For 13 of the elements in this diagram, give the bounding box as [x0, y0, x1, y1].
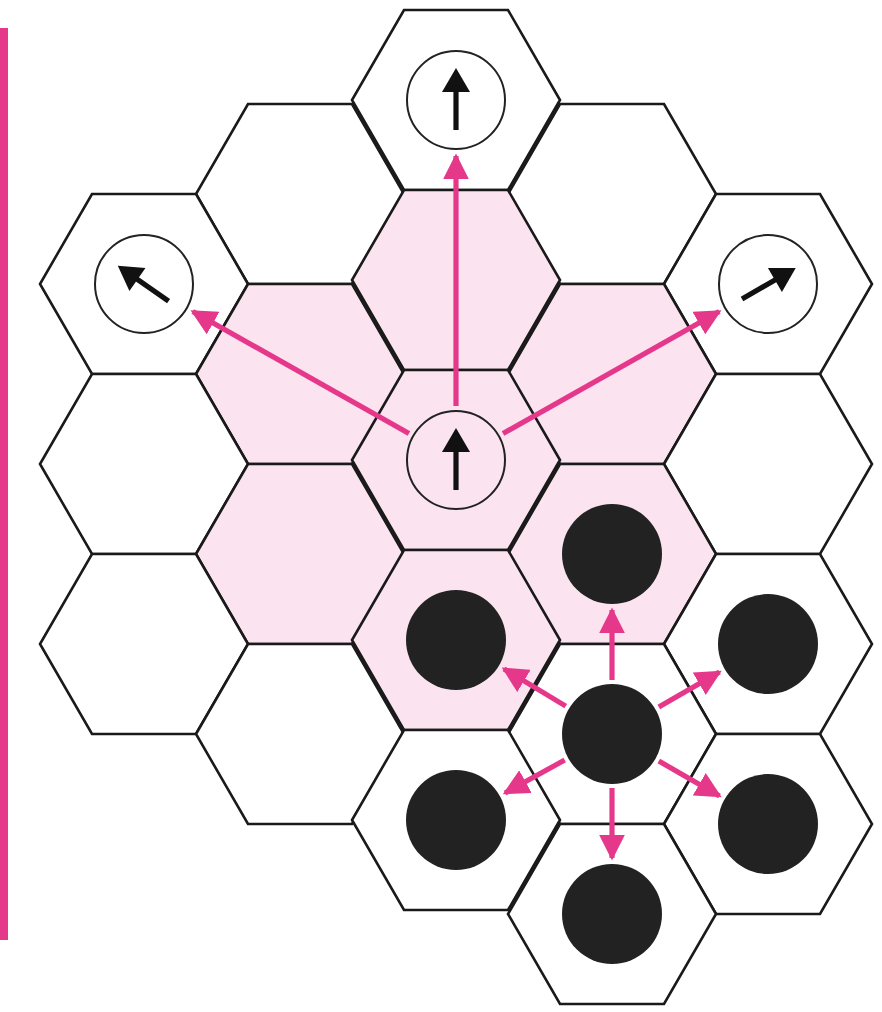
ring: [406, 50, 506, 150]
arrow: [501, 309, 722, 436]
ring: [718, 234, 818, 334]
arrow: [502, 757, 566, 796]
arrow: [443, 153, 469, 406]
ring: [406, 410, 506, 510]
ring: [94, 234, 194, 334]
arrow: [599, 607, 625, 680]
arrow: [599, 788, 625, 861]
arrow: [657, 669, 722, 710]
arrow: [501, 666, 568, 709]
arrow: [657, 758, 722, 799]
arrow: [190, 309, 411, 436]
